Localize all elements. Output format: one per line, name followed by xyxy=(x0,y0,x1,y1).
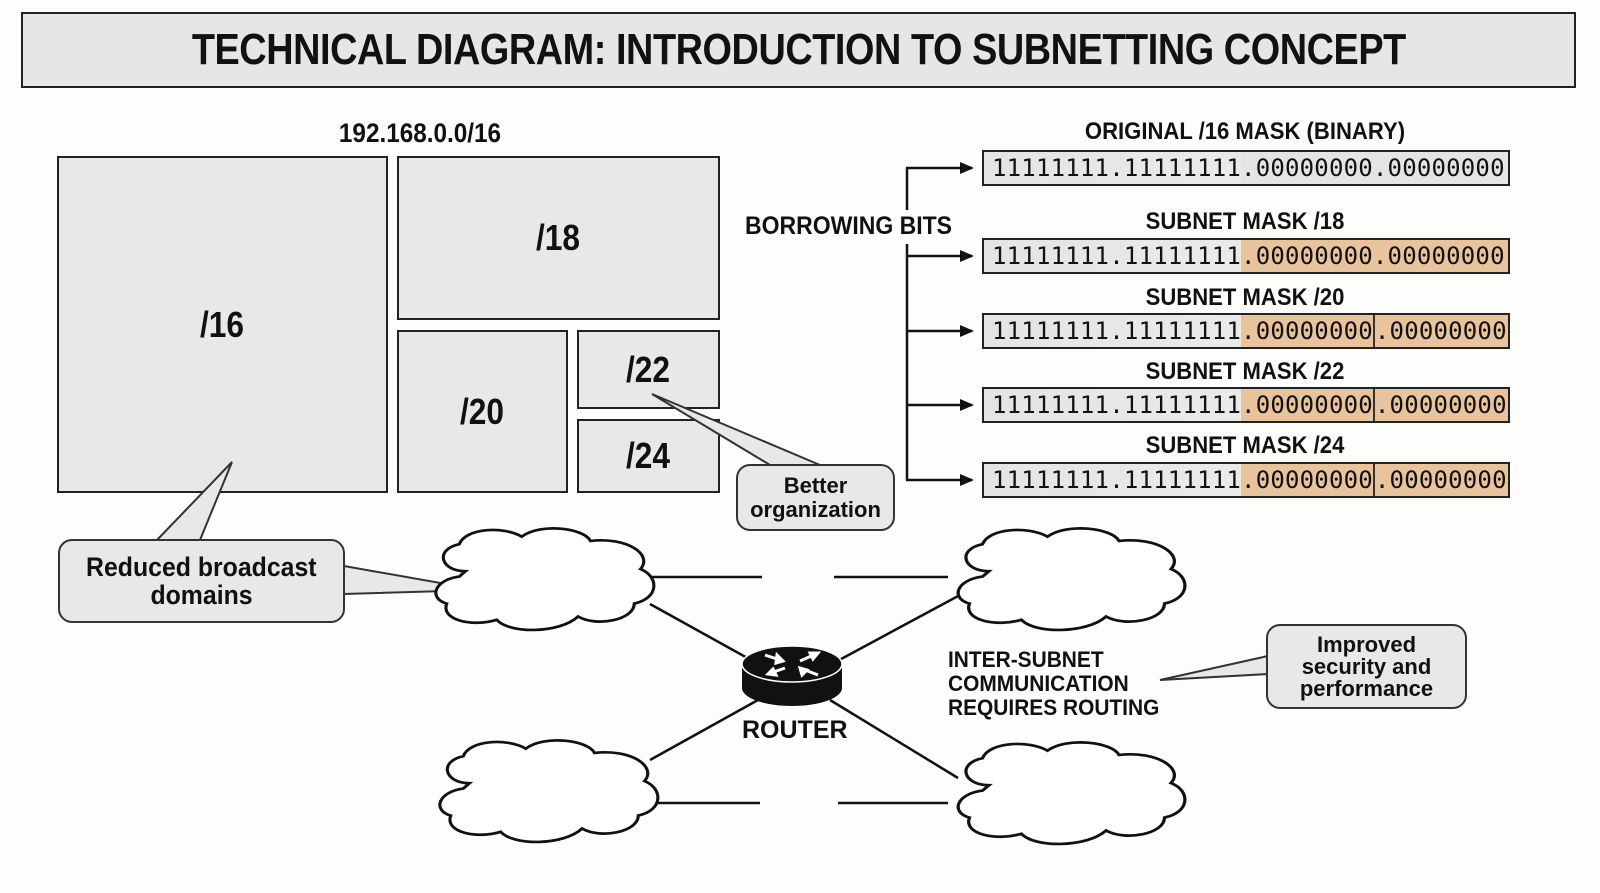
callout-text: security and xyxy=(1301,653,1432,679)
block-16: /16 xyxy=(57,156,388,493)
cloud-subnet-top-right xyxy=(956,526,1187,632)
callout-better-organization: Better organization xyxy=(736,464,895,531)
mask-title-18: SUBNET MASK /18 xyxy=(1145,208,1345,235)
inter-subnet-line: REQUIRES ROUTING xyxy=(948,695,1160,720)
diagram-title: TECHNICAL DIAGRAM: INTRODUCTION TO SUBNE… xyxy=(191,25,1406,74)
callout-text: Improved xyxy=(1316,631,1417,657)
router-icon xyxy=(741,645,843,706)
mask-24: 11111111.11111111.00000000.00000000 xyxy=(982,462,1510,498)
mask-original-16: 11111111.11111111.00000000.00000000 xyxy=(982,150,1510,186)
block-18-label: /18 xyxy=(536,217,581,258)
mask-host-bits: .00000000 xyxy=(1372,389,1508,421)
callout-tail-broadcast-up xyxy=(154,461,233,541)
borrowing-bits-connector xyxy=(905,162,974,486)
cloud-subnet-top-left xyxy=(434,526,656,632)
block-16-label: /16 xyxy=(200,303,245,345)
mask-host-bits: .00000000.00000000 xyxy=(1241,240,1508,272)
mask-borrowed-bits: .00000000 xyxy=(1241,315,1373,347)
mask-network-bits: 11111111.11111111 xyxy=(984,464,1242,496)
router-label: ROUTER xyxy=(742,716,848,744)
inter-subnet-line: COMMUNICATION xyxy=(948,671,1129,696)
network-links xyxy=(649,575,961,805)
mask-title-22: SUBNET MASK /22 xyxy=(1145,358,1345,385)
mask-network-bits: 11111111.11111111 xyxy=(984,389,1242,421)
callout-security-performance: Improved security and performance xyxy=(1266,624,1467,709)
cloud-subnet-bottom-right xyxy=(956,740,1187,846)
callout-text: Better xyxy=(783,473,848,499)
callout-broadcast-domains: Reduced broadcast domains xyxy=(58,539,345,623)
mask-network-bits: 11111111.11111111 xyxy=(984,152,1242,184)
block-22-label: /22 xyxy=(626,348,671,390)
mask-host-bits: .00000000 xyxy=(1372,464,1508,496)
network-address-label: 192.168.0.0/16 xyxy=(338,118,502,148)
mask-20: 11111111.11111111.00000000.00000000 xyxy=(982,313,1510,349)
mask-22: 11111111.11111111.00000000.00000000 xyxy=(982,387,1510,423)
block-20: /20 xyxy=(397,330,568,493)
block-22: /22 xyxy=(577,330,720,409)
callout-text: domains xyxy=(150,580,253,610)
callout-text: performance xyxy=(1299,675,1434,701)
mask-borrowed-bits: .00000000 xyxy=(1241,389,1373,421)
mask-title-20: SUBNET MASK /20 xyxy=(1145,284,1345,311)
mask-title-24: SUBNET MASK /24 xyxy=(1145,432,1345,459)
mask-borrowed-bits: .00000000 xyxy=(1241,464,1373,496)
mask-network-bits: 11111111.11111111 xyxy=(984,240,1242,272)
callout-tail-organization xyxy=(651,393,821,466)
callout-text: Reduced broadcast xyxy=(86,551,317,582)
block-20-label: /20 xyxy=(460,390,505,432)
borrowing-bits-label: BORROWING BITS xyxy=(745,212,952,240)
block-24-label: /24 xyxy=(626,435,671,476)
mask-host-bits: .00000000 xyxy=(1372,315,1508,347)
inter-subnet-label: INTER-SUBNET COMMUNICATION REQUIRES ROUT… xyxy=(948,648,1159,720)
cloud-subnet-bottom-left xyxy=(438,738,660,844)
block-24: /24 xyxy=(577,419,720,493)
inter-subnet-line: INTER-SUBNET xyxy=(948,647,1104,672)
mask-network-bits: 11111111.11111111 xyxy=(984,315,1242,347)
block-18: /18 xyxy=(397,156,720,320)
mask-18: 11111111.11111111.00000000.00000000 xyxy=(982,238,1510,274)
mask-title-original: ORIGINAL /16 MASK (BINARY) xyxy=(1084,118,1406,145)
mask-host-bits: .00000000.00000000 xyxy=(1241,152,1508,184)
callout-tail-security xyxy=(1159,654,1269,681)
callout-text: organization xyxy=(750,496,881,522)
title-bar: TECHNICAL DIAGRAM: INTRODUCTION TO SUBNE… xyxy=(21,12,1576,88)
